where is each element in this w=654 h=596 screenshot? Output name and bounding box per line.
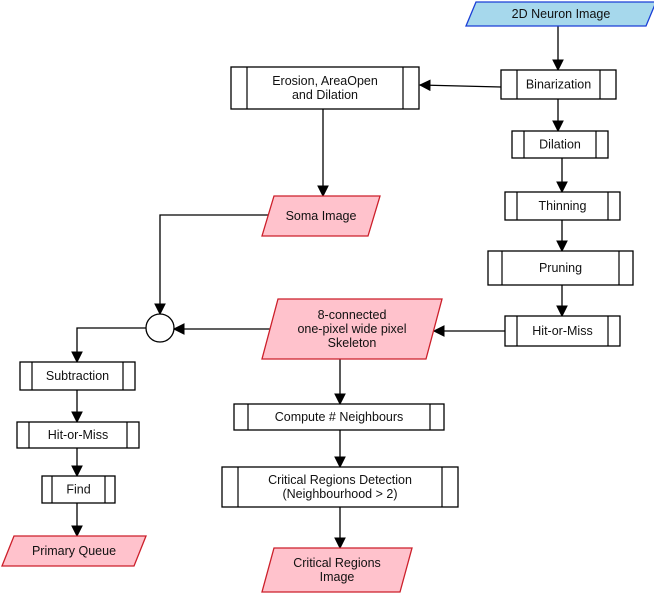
data-parallelogram <box>1 535 147 567</box>
arrow-soma-to-junction <box>154 214 276 316</box>
node-label: Pruning <box>539 261 582 275</box>
node-label: Critical Regions Detection <box>268 473 412 487</box>
node-label: Soma Image <box>286 209 357 223</box>
thinning-node: Thinning <box>504 191 621 221</box>
node-label: Thinning <box>539 199 587 213</box>
primary-queue-node: Primary Queue <box>1 535 147 567</box>
data-parallelogram <box>261 547 413 593</box>
process-box <box>500 69 617 100</box>
data-parallelogram <box>465 1 654 27</box>
process-box <box>16 421 140 449</box>
process-box <box>511 130 609 159</box>
node-label: Primary Queue <box>32 544 116 558</box>
pruning-node: Pruning <box>487 250 634 286</box>
process-box <box>41 475 116 504</box>
node-label: Compute # Neighbours <box>275 410 404 424</box>
binarization-node: Binarization <box>500 69 617 100</box>
connectors <box>71 26 568 550</box>
node-label: Hit-or-Miss <box>48 428 108 442</box>
node-label: Critical Regions <box>293 556 381 570</box>
node-label: Binarization <box>526 78 591 92</box>
node-label: one-pixel wide pixel <box>297 322 406 336</box>
process-box <box>233 403 445 431</box>
neuron-image-node: 2D Neuron Image <box>465 1 654 27</box>
node-label: Find <box>66 483 90 497</box>
process-box <box>504 315 621 347</box>
node-label: Image <box>320 570 355 584</box>
node-label: 8-connected <box>318 308 387 322</box>
compute-neighbours-node: Compute # Neighbours <box>233 403 445 431</box>
hit-or-miss-left-node: Hit-or-Miss <box>16 421 140 449</box>
critical-detection-node: Critical Regions Detection(Neighbourhood… <box>221 466 459 508</box>
dilation-node: Dilation <box>511 130 609 159</box>
arrow-junction-to-subtraction <box>71 327 146 364</box>
find-node: Find <box>41 475 116 504</box>
node-label: Skeleton <box>328 336 377 350</box>
node-label: Hit-or-Miss <box>532 324 592 338</box>
process-box <box>487 250 634 286</box>
node-label: 2D Neuron Image <box>512 7 611 21</box>
node-label: Subtraction <box>46 369 109 383</box>
junction-circle <box>145 313 175 343</box>
data-parallelogram <box>261 195 381 237</box>
soma-image-node: Soma Image <box>261 195 381 237</box>
process-box <box>230 66 420 110</box>
node-label: and Dilation <box>292 88 358 102</box>
arrow-binarization-to-erosion <box>418 79 502 92</box>
node-label: Erosion, AreaOpen <box>272 74 378 88</box>
process-box <box>221 466 459 508</box>
node-label: (Neighbourhood > 2) <box>282 487 397 501</box>
subtraction-node: Subtraction <box>19 361 136 391</box>
process-box <box>504 191 621 221</box>
node-label: Dilation <box>539 138 581 152</box>
process-box <box>19 361 136 391</box>
data-parallelogram <box>261 298 443 360</box>
hit-or-miss-right-node: Hit-or-Miss <box>504 315 621 347</box>
